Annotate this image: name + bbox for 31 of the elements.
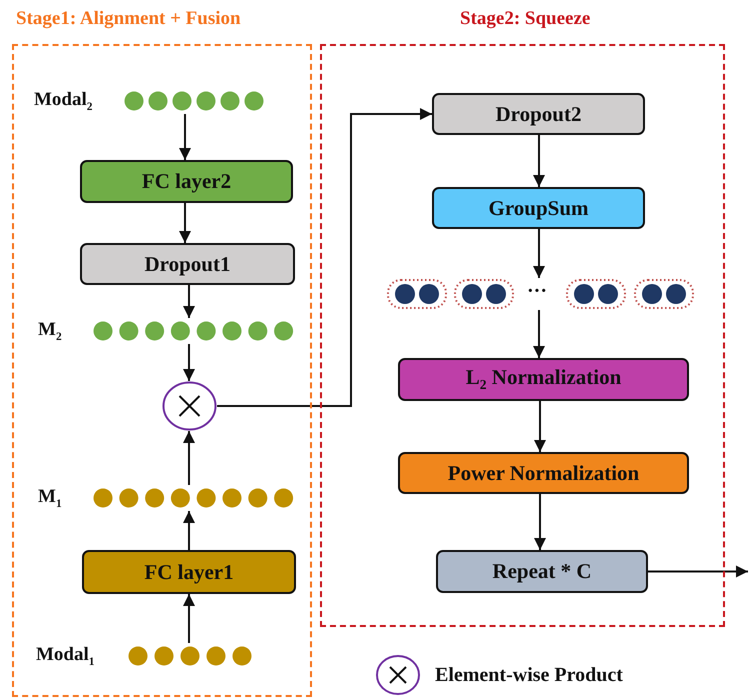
arrow [183, 511, 195, 550]
vector-label: M$_{1}$ [38, 486, 62, 510]
layer-box: GroupSum [432, 187, 645, 229]
multiply-symbol [162, 381, 217, 431]
stage-heading: Stage2: Squeeze [460, 8, 590, 30]
arrow [183, 431, 195, 485]
arrow [534, 494, 546, 550]
legend-label: Element-wise Product [435, 664, 623, 686]
layer-box: FC layer2 [80, 160, 293, 203]
layer-box: L$_{2}$ Normalization [398, 358, 689, 401]
arrow [183, 344, 195, 381]
layer-box: Dropout2 [432, 93, 645, 135]
vector-label: Modal$_{2}$ [34, 89, 92, 113]
arrow [648, 566, 748, 578]
layer-box: Power Normalization [398, 452, 689, 494]
arrow [183, 594, 195, 643]
arrow [217, 108, 432, 407]
layer-box: Dropout1 [80, 243, 295, 285]
layer-box: Repeat * C [436, 550, 648, 593]
arrow [534, 401, 546, 452]
arrow [533, 135, 545, 187]
arrow [183, 285, 195, 318]
vector-label: M$_{2}$ [38, 319, 62, 343]
ellipsis: ··· [527, 280, 548, 303]
arrow [533, 229, 545, 278]
layer-box: FC layer1 [82, 550, 296, 594]
vector-label: Modal$_{1}$ [36, 644, 94, 668]
arrow [179, 114, 191, 160]
arrow [533, 310, 545, 358]
stage-heading: Stage1: Alignment + Fusion [16, 8, 241, 30]
arrow [179, 203, 191, 243]
